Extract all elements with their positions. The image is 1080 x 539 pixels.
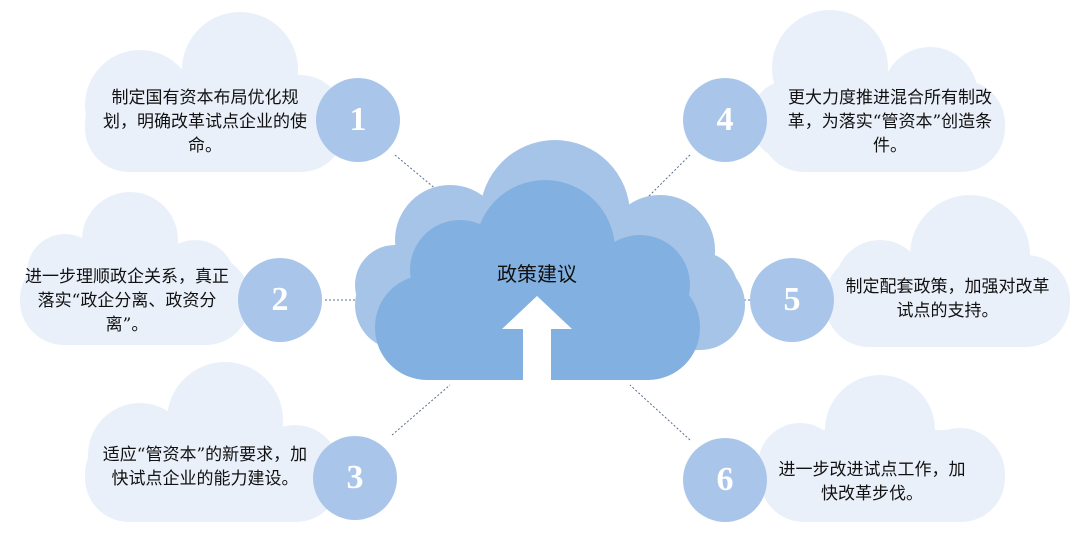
item-3-text: 适应“管资本”的新要求，加快试点企业的能力建设。 (102, 445, 308, 489)
item-5-text: 制定配套政策，加强对改革试点的支持。 (845, 277, 1050, 321)
cloud-2 (20, 192, 250, 345)
cloud-4 (750, 10, 1005, 172)
item-2-text: 进一步理顺政企关系，真正落实“政企分离、政资分离”。 (25, 267, 229, 335)
number-4: 4 (716, 101, 734, 138)
cloud-1 (85, 12, 345, 172)
number-6: 6 (716, 461, 734, 498)
cloud-6 (758, 375, 1005, 522)
number-5: 5 (783, 281, 801, 318)
item-1-text: 制定国有资本布局优化规划，明确改革试点企业的使命。 (103, 88, 307, 156)
number-2: 2 (271, 281, 289, 318)
cloud-3 (85, 362, 340, 522)
item-6-text: 进一步改进试点工作，加快改革步伐。 (778, 460, 966, 504)
number-3: 3 (346, 459, 364, 496)
up-arrow-icon (502, 296, 572, 382)
number-1: 1 (349, 101, 367, 138)
center-title: 政策建议 (497, 262, 577, 286)
number-circles (238, 78, 834, 522)
item-4-text: 更大力度推进混合所有制改革，为落实“管资本”创造条件。 (787, 88, 993, 156)
cloud-5 (825, 195, 1070, 347)
